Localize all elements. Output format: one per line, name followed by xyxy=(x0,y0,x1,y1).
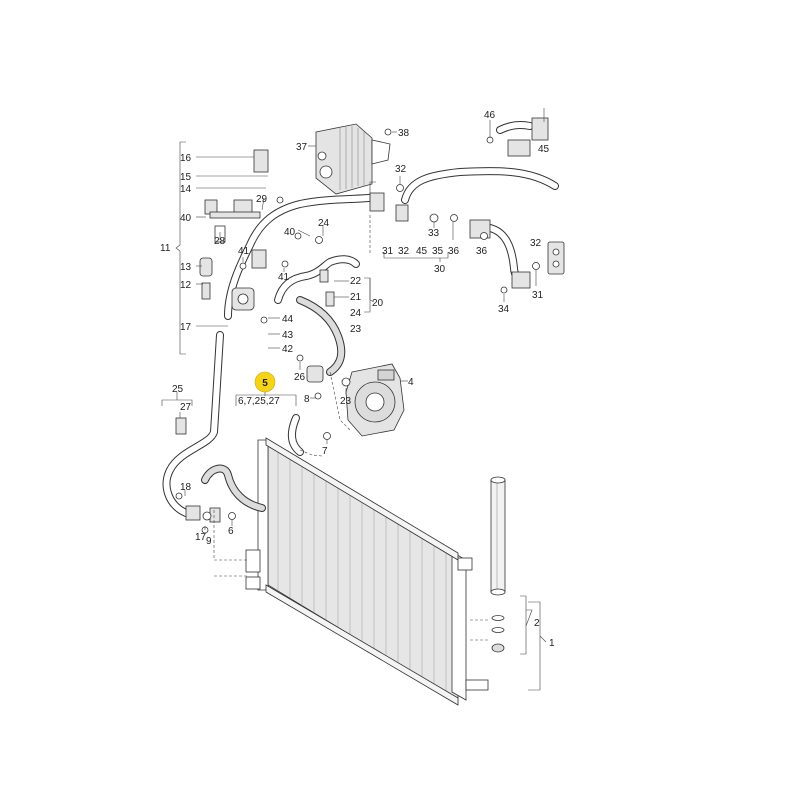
part5-group-label: 6,7,25,27 xyxy=(238,396,280,407)
callout-7[interactable]: 7 xyxy=(322,446,328,457)
callout-26[interactable]: 26 xyxy=(294,372,306,383)
callout-12[interactable]: 12 xyxy=(180,280,192,291)
callout-17[interactable]: 17 xyxy=(195,532,207,543)
callout-22[interactable]: 22 xyxy=(350,276,362,287)
callout-46[interactable]: 46 xyxy=(484,110,496,121)
callout-2[interactable]: 2 xyxy=(534,618,540,629)
callout-13[interactable]: 13 xyxy=(180,262,192,273)
callout-17[interactable]: 17 xyxy=(180,322,192,333)
callout-41[interactable]: 41 xyxy=(278,272,290,283)
callout-35[interactable]: 35 xyxy=(432,246,444,257)
callout-18[interactable]: 18 xyxy=(180,482,192,493)
callout-32[interactable]: 32 xyxy=(398,246,410,257)
callout-44[interactable]: 44 xyxy=(282,314,294,325)
fittings xyxy=(175,117,565,534)
callout-15[interactable]: 15 xyxy=(180,172,192,183)
refrigerant-hoses xyxy=(162,121,559,517)
callout-25[interactable]: 25 xyxy=(172,384,184,395)
callout-27[interactable]: 27 xyxy=(180,402,192,413)
callout-37[interactable]: 37 xyxy=(296,142,308,153)
callout-21[interactable]: 21 xyxy=(350,292,362,303)
callout-43[interactable]: 43 xyxy=(282,330,294,341)
callouts: 16 15 14 40 11 13 12 17 29 28 41 41 40 2… xyxy=(160,110,555,649)
callout-8[interactable]: 8 xyxy=(304,394,310,405)
callout-24[interactable]: 24 xyxy=(318,218,330,229)
callout-40[interactable]: 40 xyxy=(284,227,296,238)
callout-34[interactable]: 34 xyxy=(498,304,510,315)
callout-5[interactable]: 5 xyxy=(262,378,268,389)
callout-41[interactable]: 41 xyxy=(238,246,250,257)
callout-28[interactable]: 28 xyxy=(214,236,226,247)
callout-16[interactable]: 16 xyxy=(180,153,192,164)
callout-32[interactable]: 32 xyxy=(530,238,542,249)
callout-14[interactable]: 14 xyxy=(180,184,192,195)
callout-30[interactable]: 30 xyxy=(434,264,446,275)
callout-31[interactable]: 31 xyxy=(382,246,394,257)
callout-23[interactable]: 23 xyxy=(350,324,362,335)
callout-36[interactable]: 36 xyxy=(448,246,460,257)
callout-42[interactable]: 42 xyxy=(282,344,294,355)
callout-32[interactable]: 32 xyxy=(395,164,407,175)
leader-lines xyxy=(161,108,547,691)
callout-29[interactable]: 29 xyxy=(256,194,268,205)
callout-40[interactable]: 40 xyxy=(180,213,192,224)
callout-1[interactable]: 1 xyxy=(549,638,555,649)
callout-23[interactable]: 23 xyxy=(340,396,352,407)
callout-9[interactable]: 9 xyxy=(206,536,212,547)
callout-24[interactable]: 24 xyxy=(350,308,362,319)
callout-11[interactable]: 11 xyxy=(160,243,171,254)
condenser xyxy=(245,437,489,706)
callout-36[interactable]: 36 xyxy=(476,246,488,257)
receiver-drier xyxy=(490,476,506,653)
callout-45[interactable]: 45 xyxy=(538,144,550,155)
callout-6[interactable]: 6 xyxy=(228,526,234,537)
callout-38[interactable]: 38 xyxy=(398,128,410,139)
callout-4[interactable]: 4 xyxy=(408,377,414,388)
callout-45[interactable]: 45 xyxy=(416,246,428,257)
highlighted-part-5[interactable]: 5 xyxy=(254,371,276,393)
callout-33[interactable]: 33 xyxy=(428,228,440,239)
callout-31[interactable]: 31 xyxy=(532,290,544,301)
callout-20[interactable]: 20 xyxy=(372,298,384,309)
